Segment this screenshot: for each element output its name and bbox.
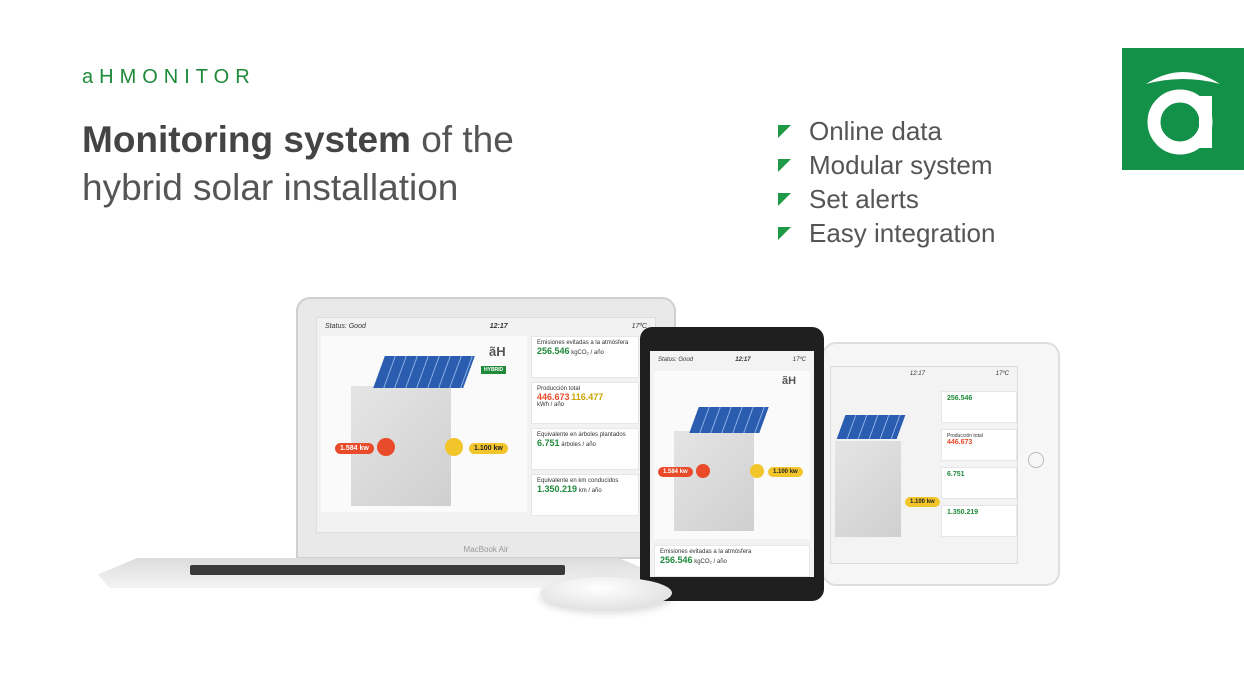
cars-card: Equivalente en km conducidos 1.350.219 k… bbox=[531, 474, 639, 516]
consumption-yellow-value: 1.100 kw bbox=[905, 497, 940, 507]
solar-panels bbox=[836, 415, 906, 439]
ah-logo: ãH bbox=[782, 375, 797, 387]
company-logo bbox=[1122, 48, 1244, 170]
tablet-dark-dashboard: Status: Good 12:17 17ºC ãH 1.584 kw 1.10… bbox=[650, 351, 814, 577]
lightning-icon bbox=[750, 464, 764, 478]
solar-panels bbox=[689, 407, 769, 433]
installation-scene: ãH 1.584 kw 1.100 kw bbox=[654, 371, 810, 539]
laptop-dashboard: Status: Good 12:17 17ºC ãH HYBRID 1.584 … bbox=[316, 317, 656, 533]
cars-card: 1.350.219 bbox=[941, 505, 1017, 537]
feature-label: Modular system bbox=[809, 150, 993, 180]
ah-logo: ãH bbox=[489, 344, 506, 359]
feature-item: Easy integration bbox=[778, 216, 995, 250]
consumption-red-value: 1.584 kw bbox=[335, 443, 374, 454]
laptop-label: MacBook Air bbox=[463, 545, 509, 554]
tablet-white: 12:17 17ºC 1.100 kw 256.546 Producción to… bbox=[822, 342, 1060, 586]
building-illustration bbox=[835, 441, 901, 537]
home-button[interactable] bbox=[1028, 452, 1044, 468]
feature-label: Online data bbox=[809, 116, 942, 146]
feature-item: Online data bbox=[778, 114, 995, 148]
bullet-triangle-icon bbox=[778, 226, 791, 240]
mouse bbox=[540, 577, 672, 609]
trees-card: Equivalente en árboles plantados 6.751 á… bbox=[531, 428, 639, 470]
installation-scene: ãH HYBRID 1.584 kw 1.100 kw bbox=[321, 336, 527, 512]
temperature: 17ºC bbox=[631, 322, 647, 330]
bullet-triangle-icon bbox=[778, 124, 791, 138]
temperature: 17ºC bbox=[792, 357, 806, 363]
emissions-card: Emisiones evitadas a la atmósfera 256.54… bbox=[654, 545, 810, 577]
flame-icon bbox=[377, 438, 395, 456]
emissions-card: 256.546 bbox=[941, 391, 1017, 423]
headline-rest: of the hybrid solar installation bbox=[82, 119, 514, 208]
bullet-triangle-icon bbox=[778, 158, 791, 172]
production-card: Producción total 446.673 116.477 kWh / a… bbox=[531, 382, 639, 424]
a-logo-icon bbox=[1146, 72, 1220, 155]
consumption-yellow-value: 1.100 kw bbox=[469, 443, 508, 454]
bullet-triangle-icon bbox=[778, 192, 791, 206]
brand-title: aHMONITOR bbox=[82, 66, 256, 88]
clock: 12:17 bbox=[489, 322, 508, 330]
emissions-card: Emisiones evitadas a la atmósfera 256.54… bbox=[531, 336, 639, 378]
trees-card: 6.751 bbox=[941, 467, 1017, 499]
status-bar: 12:17 17ºC bbox=[831, 367, 1017, 381]
lightning-icon bbox=[445, 438, 463, 456]
consumption-yellow-value: 1.100 kw bbox=[768, 467, 803, 477]
feature-item: Modular system bbox=[778, 148, 995, 182]
laptop: Status: Good 12:17 17ºC ãH HYBRID 1.584 … bbox=[296, 297, 676, 559]
temperature: 17ºC bbox=[995, 371, 1009, 377]
clock: 12:17 bbox=[735, 357, 751, 363]
feature-label: Set alerts bbox=[809, 184, 919, 214]
consumption-red-value: 1.584 kw bbox=[658, 467, 693, 477]
hybrid-badge: HYBRID bbox=[481, 366, 507, 374]
building-illustration bbox=[674, 431, 754, 531]
headline-bold: Monitoring system bbox=[82, 119, 411, 160]
status-bar: Status: Good 12:17 17ºC bbox=[650, 351, 814, 369]
status-bar: Status: Good 12:17 17ºC bbox=[317, 318, 655, 334]
status-text: Status: Good bbox=[658, 357, 694, 363]
tablet-white-dashboard: 12:17 17ºC 1.100 kw 256.546 Producción to… bbox=[830, 366, 1018, 564]
feature-label: Easy integration bbox=[809, 218, 996, 248]
solar-panels bbox=[373, 356, 475, 388]
tablet-dark: Status: Good 12:17 17ºC ãH 1.584 kw 1.10… bbox=[640, 327, 824, 601]
feature-item: Set alerts bbox=[778, 182, 995, 216]
headline: Monitoring system of the hybrid solar in… bbox=[82, 116, 602, 212]
status-text: Status: Good bbox=[325, 322, 366, 330]
flame-icon bbox=[696, 464, 710, 478]
clock: 12:17 bbox=[909, 371, 925, 377]
keyboard bbox=[190, 565, 565, 575]
feature-list: Online data Modular system Set alerts Ea… bbox=[778, 114, 995, 250]
